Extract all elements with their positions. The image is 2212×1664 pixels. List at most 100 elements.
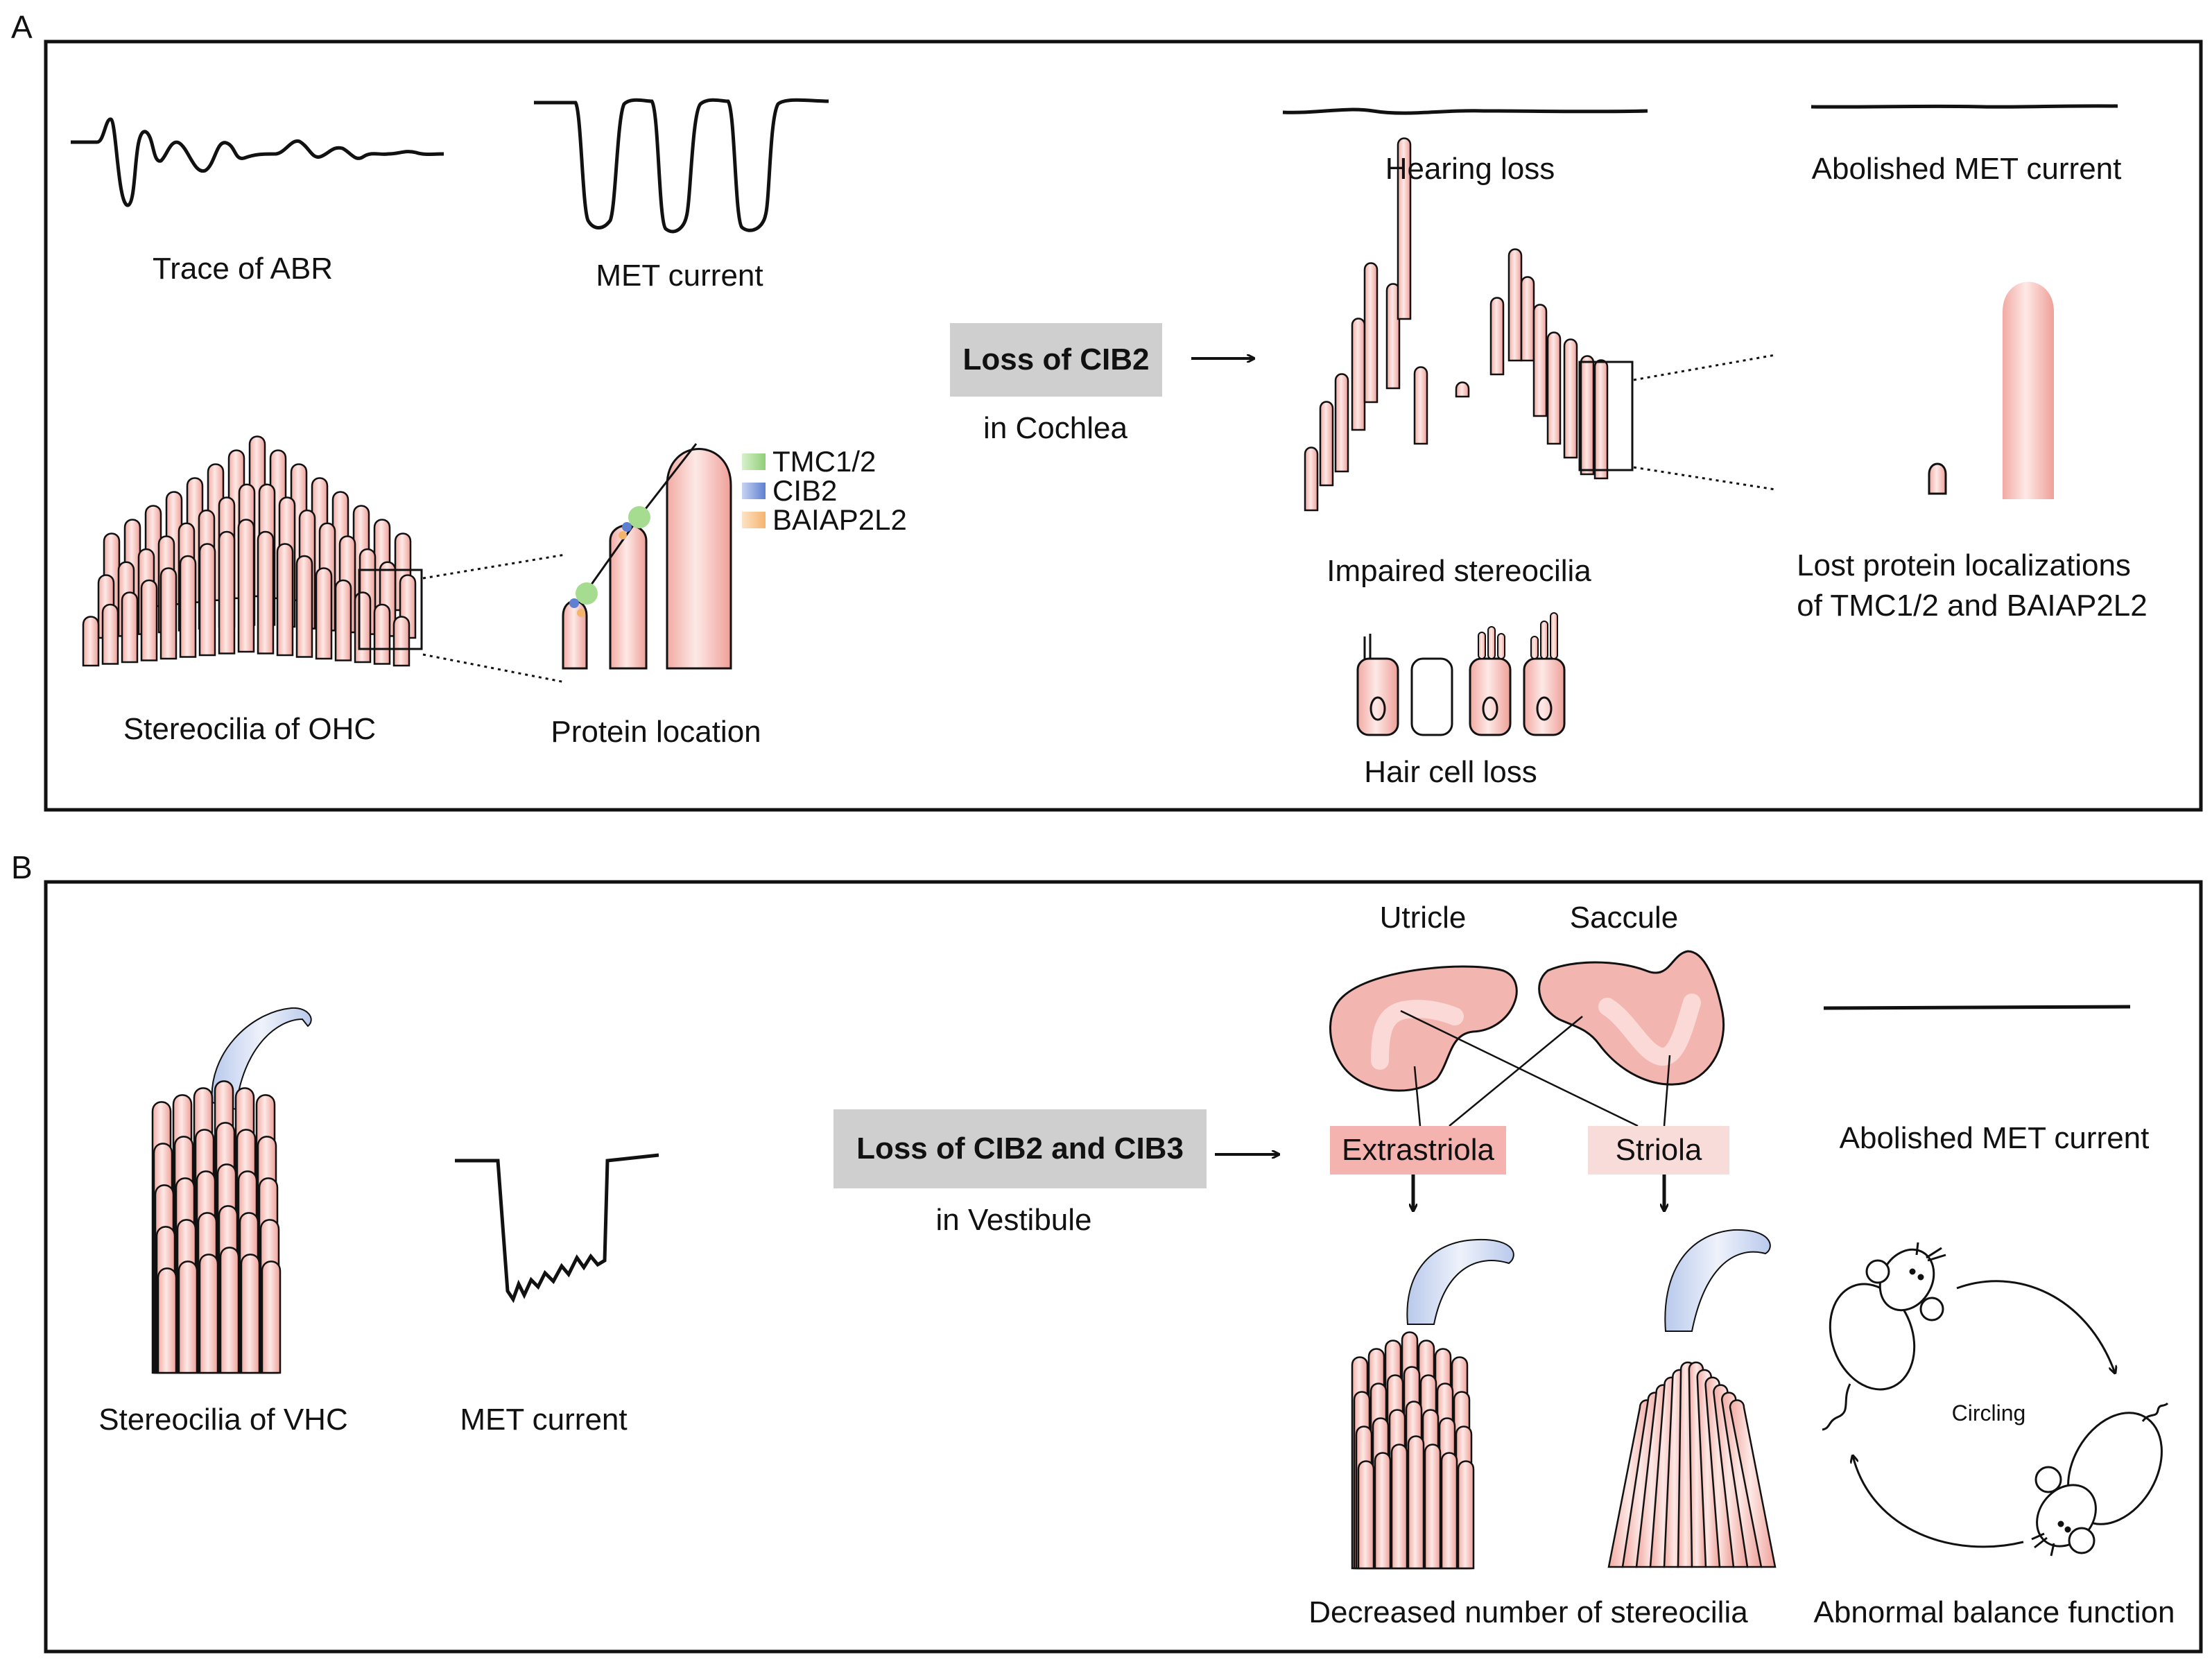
impaired-cilium	[1507, 248, 1523, 362]
impaired-cilium	[1520, 276, 1535, 362]
utricle-label: Utricle	[1379, 901, 1467, 935]
legend-tmc-swatch	[742, 453, 766, 470]
loss-cib2-box: Loss of CIB2	[950, 323, 1162, 397]
lost-protein-label-1: Lost protein localizations	[1797, 548, 2131, 582]
legend-cib2: CIB2	[742, 474, 837, 508]
impaired-cilium	[1413, 366, 1428, 445]
protein-location-label: Protein location	[551, 715, 761, 749]
hair-cell-2-lost	[1410, 657, 1453, 736]
loss-cib2-cib3-box: Loss of CIB2 and CIB3	[833, 1109, 1207, 1188]
ohc-zoom-line-top	[422, 553, 566, 580]
impaired-cilium	[1334, 373, 1349, 473]
ohc-cilium	[334, 579, 352, 661]
ohc-cilium	[179, 555, 197, 658]
impaired-cilium	[1363, 262, 1379, 404]
ohc-cilium	[315, 567, 333, 660]
mouse-top	[1822, 1242, 1946, 1431]
vhc-kinocilium	[211, 1007, 312, 1111]
ohc-cilium	[237, 519, 255, 653]
impaired-cilium	[1351, 318, 1366, 431]
lost-protein-cilia	[1928, 281, 2054, 499]
ohc-cilium	[218, 530, 236, 655]
cib2-dot-1	[569, 598, 579, 608]
abolished-met-trace-a	[1811, 104, 2118, 109]
lost-protein-label-2: of TMC1/2 and BAIAP2L2	[1797, 589, 2148, 623]
striola-box: Striola	[1588, 1126, 1729, 1175]
mouse-bottom	[2031, 1402, 2169, 1557]
legend-baiap2l2-swatch	[742, 512, 766, 528]
ohc-cilium	[159, 567, 178, 660]
impaired-cilium	[1489, 297, 1505, 376]
striola-cilium	[1729, 1399, 1777, 1568]
abnormal-balance-label: Abnormal balance function	[1813, 1595, 2175, 1629]
panel-b-frame	[44, 880, 2203, 1654]
impaired-cilium	[1319, 401, 1334, 487]
ohc-cilium	[101, 603, 119, 665]
extrastriola-cilium	[1424, 1444, 1442, 1570]
ohc-cilium	[276, 543, 294, 657]
impaired-cilium	[1593, 359, 1609, 480]
impaired-cilium	[1580, 355, 1595, 476]
met-current-label-a: MET current	[596, 259, 763, 293]
vhc-cilium	[240, 1254, 261, 1374]
decreased-stereocilia-label: Decreased number of stereocilia	[1308, 1595, 1748, 1629]
trace-abr-label: Trace of ABR	[152, 252, 334, 286]
impaired-cilium	[1563, 338, 1578, 459]
hearing-loss-trace	[1282, 107, 1648, 115]
ohc-stereocilia-bundle	[82, 435, 417, 667]
impaired-stereocilia-bundle	[1304, 137, 1609, 512]
vhc-cilium	[198, 1254, 219, 1374]
ohc-cilium	[295, 555, 313, 658]
stereocilia-ohc-label: Stereocilia of OHC	[123, 712, 377, 746]
vhc-cilium	[178, 1260, 198, 1374]
legend-baiap2l2: BAIAP2L2	[742, 503, 907, 537]
hair-cell-3	[1469, 626, 1512, 736]
extrastriola-cilium	[1407, 1435, 1425, 1570]
panel-a-frame	[44, 40, 2203, 812]
circling-label: Circling	[1951, 1401, 2026, 1425]
legend-tmc: TMC1/2	[742, 445, 876, 478]
saccule-organ	[1538, 950, 1725, 1086]
impaired-cilium	[1532, 304, 1548, 417]
protein-location-cilia	[562, 443, 732, 670]
circling-arrow-top	[1956, 1280, 2115, 1373]
met-current-label-b: MET current	[460, 1403, 628, 1437]
extrastriola-cilium	[1440, 1452, 1458, 1570]
hair-cell-1	[1356, 634, 1399, 736]
stereocilia-vhc-label: Stereocilia of VHC	[98, 1403, 348, 1437]
impaired-zoom-line-bottom	[1633, 466, 1776, 491]
in-vestibule-label: in Vestibule	[935, 1203, 1092, 1237]
tmc-dot-1	[576, 582, 598, 605]
hair-cell-4	[1523, 612, 1566, 736]
extrastriola-cilium	[1357, 1460, 1375, 1570]
baiap-dot-2	[619, 531, 627, 539]
ohc-cilium	[257, 530, 275, 655]
striola-kinocilium	[1664, 1229, 1771, 1332]
ohc-zoom-line-bottom	[422, 653, 566, 684]
panel-letter-b: B	[11, 849, 33, 885]
ohc-cilium	[373, 603, 391, 665]
in-cochlea-label: in Cochlea	[983, 411, 1127, 445]
extrastriola-kinocilium	[1406, 1238, 1514, 1325]
link-saccule-striola	[1663, 1055, 1671, 1127]
impaired-zoom-line-top	[1633, 354, 1776, 381]
baiap-dot-1	[577, 609, 585, 617]
met-current-trace-b	[455, 1153, 659, 1303]
tmc-dot-2	[628, 506, 650, 528]
abr-trace	[71, 117, 444, 207]
vhc-cilium	[157, 1267, 178, 1374]
vhc-cilium	[219, 1247, 240, 1374]
impaired-cilium	[1455, 381, 1470, 398]
legend-cib2-swatch	[742, 483, 766, 499]
met-current-trace-a	[534, 98, 829, 234]
extrastriola-stereocilia-bundle	[1351, 1238, 1514, 1570]
link-utricle-extrastriola	[1413, 1066, 1422, 1127]
abolished-met-label-b: Abolished MET current	[1839, 1121, 2150, 1155]
ohc-cilium	[82, 616, 100, 667]
extrastriola-cilium	[1390, 1444, 1408, 1570]
link-saccule-extrastriola	[1449, 1016, 1583, 1127]
impaired-cilium	[1546, 331, 1562, 445]
vhc-stereocilia-bundle	[151, 1007, 312, 1374]
hearing-loss-label: Hearing loss	[1385, 152, 1555, 186]
